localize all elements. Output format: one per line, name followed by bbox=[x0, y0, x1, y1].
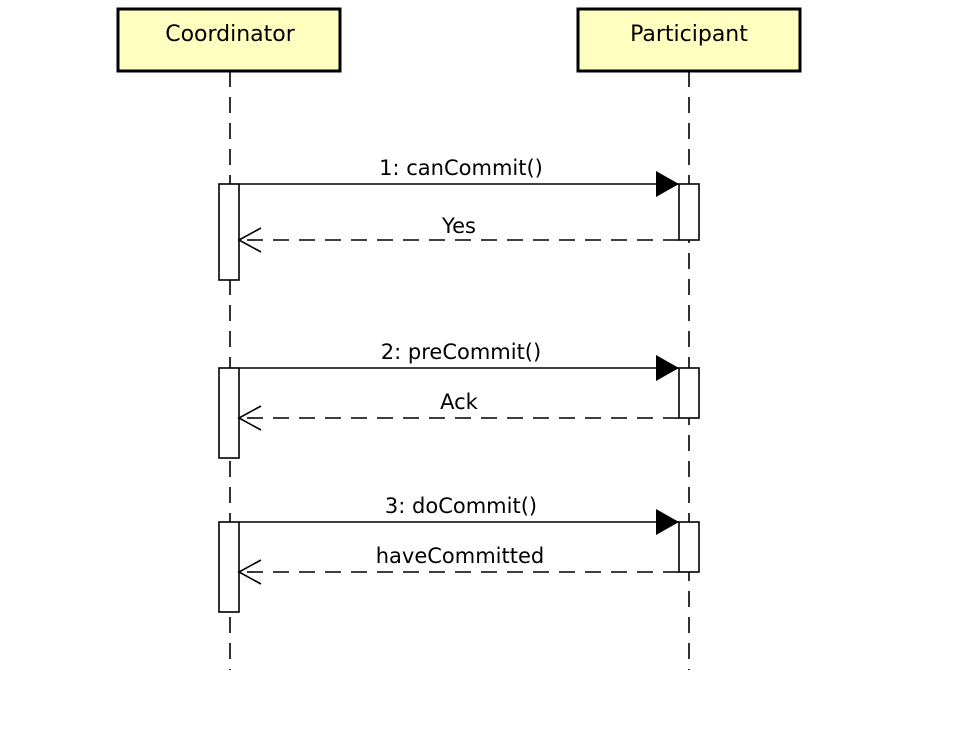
coordinator-label: Coordinator bbox=[165, 22, 296, 47]
message-precommit[interactable]: 2: preCommit() bbox=[239, 340, 679, 381]
reply-ack[interactable]: Ack bbox=[237, 390, 679, 431]
open-arrowhead-icon bbox=[237, 227, 262, 253]
message-docommit[interactable]: 3: doCommit() bbox=[239, 494, 679, 535]
open-arrowhead-icon bbox=[237, 559, 262, 585]
coordinator-activation-2 bbox=[218, 367, 240, 459]
message-docommit-label: 3: doCommit() bbox=[385, 494, 537, 518]
participant-box bbox=[576, 7, 802, 73]
participant-label: Participant bbox=[630, 22, 748, 47]
filled-arrowhead-icon bbox=[656, 355, 679, 381]
coordinator-activation-3 bbox=[218, 521, 240, 613]
filled-arrowhead-icon bbox=[656, 171, 679, 197]
reply-yes-label: Yes bbox=[441, 214, 476, 238]
coordinator-participant-box[interactable]: Coordinator bbox=[116, 7, 342, 73]
message-precommit-label: 2: preCommit() bbox=[381, 340, 541, 364]
message-cancommit-label: 1: canCommit() bbox=[379, 156, 543, 180]
message-cancommit[interactable]: 1: canCommit() bbox=[239, 156, 679, 197]
participant-participant-box[interactable]: Participant bbox=[576, 7, 802, 73]
filled-arrowhead-icon bbox=[656, 509, 679, 535]
coordinator-activation-1 bbox=[218, 183, 240, 281]
reply-havecommitted-label: haveCommitted bbox=[376, 544, 545, 568]
participant-activation-2 bbox=[678, 367, 700, 419]
open-arrowhead-icon bbox=[237, 405, 262, 431]
coordinator-box bbox=[116, 7, 342, 73]
reply-havecommitted[interactable]: haveCommitted bbox=[237, 544, 679, 585]
reply-yes[interactable]: Yes bbox=[237, 214, 679, 253]
reply-ack-label: Ack bbox=[440, 390, 479, 414]
participant-activation-1 bbox=[678, 183, 700, 241]
participant-activation-3 bbox=[678, 521, 700, 573]
